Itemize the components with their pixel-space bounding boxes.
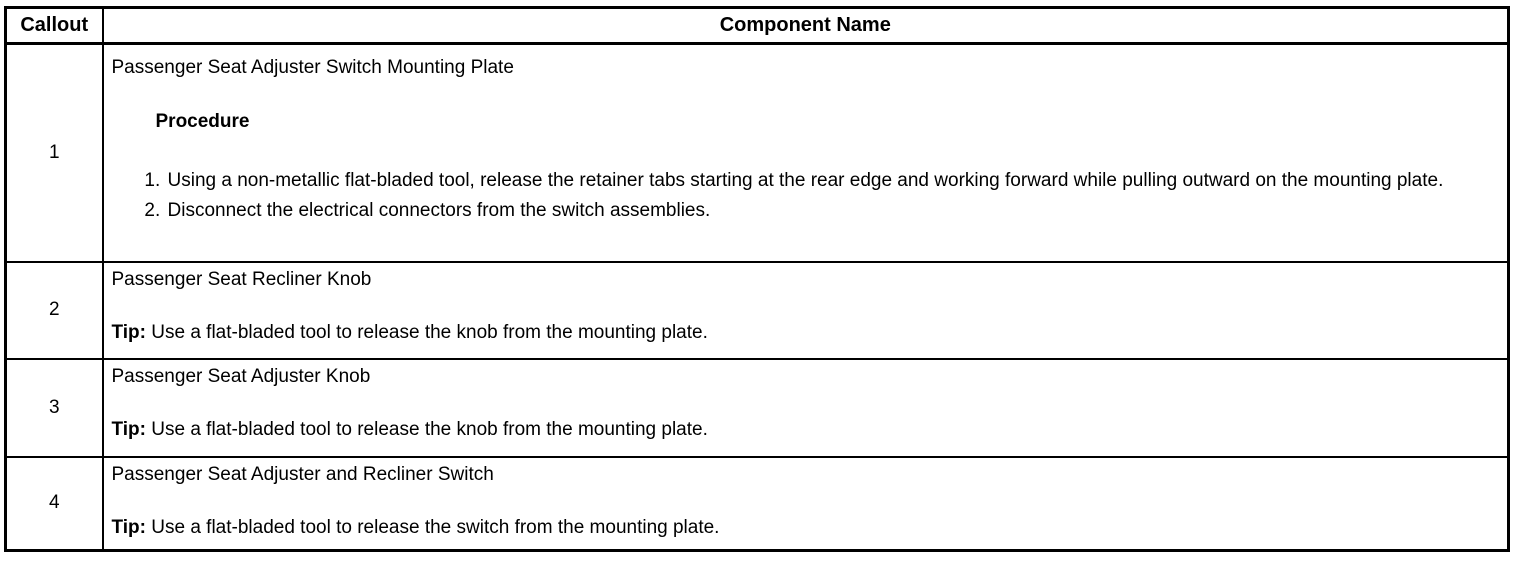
table-row: 4 Passenger Seat Adjuster and Recliner S… <box>4 455 1510 552</box>
procedure-step: Using a non-metallic flat-bladed tool, r… <box>166 166 1498 195</box>
tip-label: Tip: <box>111 418 146 440</box>
tip-text: Use a flat-bladed tool to release the kn… <box>151 321 708 343</box>
component-cell: Passenger Seat Adjuster Switch Mounting … <box>101 42 1510 263</box>
component-name: Passenger Seat Adjuster Knob <box>111 365 371 387</box>
callout-number: 2 <box>4 260 104 360</box>
component-name: Passenger Seat Adjuster and Recliner Swi… <box>111 463 494 485</box>
procedure-heading: Procedure <box>155 111 250 132</box>
table-row: 2 Passenger Seat Recliner Knob Tip: Use … <box>4 260 1510 360</box>
tip-label: Tip: <box>111 516 146 538</box>
component-cell: Passenger Seat Adjuster Knob Tip: Use a … <box>101 357 1510 458</box>
callout-column-header: Callout <box>4 6 104 45</box>
tip-line: Tip: Use a flat-bladed tool to release t… <box>112 419 1498 441</box>
table-header-row: Callout Component Name <box>4 6 1510 45</box>
tip-line: Tip: Use a flat-bladed tool to release t… <box>112 517 1498 539</box>
callout-number: 1 <box>4 42 104 263</box>
callout-number: 4 <box>4 455 104 552</box>
component-name: Passenger Seat Recliner Knob <box>111 268 372 290</box>
callout-component-table: Callout Component Name 1 Passenger Seat … <box>4 6 1510 552</box>
tip-text: Use a flat-bladed tool to release the sw… <box>151 516 720 538</box>
table-row: 1 Passenger Seat Adjuster Switch Mountin… <box>4 42 1510 263</box>
tip-label: Tip: <box>111 321 146 343</box>
table-row: 3 Passenger Seat Adjuster Knob Tip: Use … <box>4 357 1510 458</box>
tip-text: Use a flat-bladed tool to release the kn… <box>151 418 708 440</box>
tip-line: Tip: Use a flat-bladed tool to release t… <box>112 322 1498 344</box>
component-cell: Passenger Seat Recliner Knob Tip: Use a … <box>101 260 1510 360</box>
procedure-steps-list: Using a non-metallic flat-bladed tool, r… <box>112 166 1498 225</box>
component-name-column-header: Component Name <box>101 6 1510 45</box>
procedure-step: Disconnect the electrical connectors fro… <box>166 196 1498 225</box>
component-name: Passenger Seat Adjuster Switch Mounting … <box>111 57 514 78</box>
component-cell: Passenger Seat Adjuster and Recliner Swi… <box>101 455 1510 552</box>
callout-number: 3 <box>4 357 104 458</box>
